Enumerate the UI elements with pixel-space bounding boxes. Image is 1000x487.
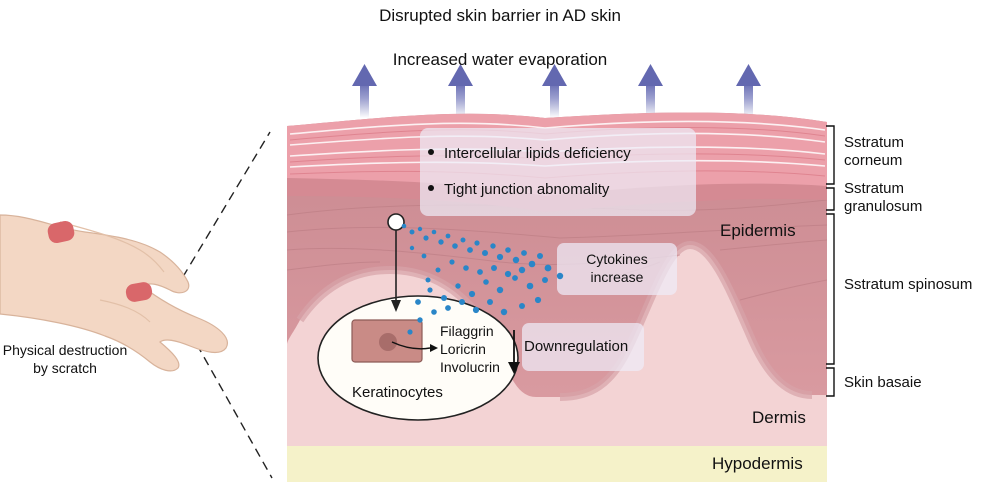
diagram-title: Disrupted skin barrier in AD skin	[379, 6, 621, 25]
cytokine-dots	[401, 223, 564, 335]
bracket-spinosum	[826, 213, 835, 365]
receptor-icon	[387, 213, 405, 231]
layer-brackets	[826, 125, 835, 397]
hypodermis-label: Hypodermis	[712, 454, 803, 473]
protein-list: Filaggrin Loricrin Involucrin	[440, 323, 500, 375]
cytokines-label: Cytokines increase	[586, 251, 648, 285]
dermis-label: Dermis	[752, 408, 806, 427]
downregulation-box	[522, 323, 644, 371]
expression-arrow	[391, 341, 431, 350]
evaporation-arrow-icon	[638, 64, 663, 118]
evaporation-arrow-icon	[448, 64, 473, 118]
scratching-hand-icon	[0, 214, 228, 372]
zoom-line-top	[174, 131, 271, 291]
downregulation-label: Downregulation	[524, 338, 629, 355]
evaporation-arrow-icon	[542, 64, 567, 118]
cell-nucleus	[379, 333, 397, 351]
layer-label-basale: Skin basaie	[844, 374, 922, 391]
bracket-corneum	[826, 125, 835, 185]
layer-label-spinosum: Sstratum spinosum	[844, 276, 973, 293]
keratinocytes-label: Keratinocytes	[352, 384, 443, 401]
evaporation-arrow-icon	[736, 64, 761, 118]
bullet-icon	[428, 185, 434, 192]
evaporation-arrow-icon	[352, 64, 377, 118]
hypodermis-layer	[287, 446, 827, 482]
hand-caption: Physical destruction by scratch	[2, 342, 128, 376]
deficiency-item-lipids: Intercellular lipids deficiency	[428, 145, 631, 162]
bullet-icon	[428, 149, 434, 156]
bracket-basale	[826, 367, 835, 397]
evaporation-arrows	[352, 64, 761, 118]
bracket-granulosum	[826, 187, 835, 211]
barrier-deficits-box	[420, 128, 696, 216]
epidermis-label: Epidermis	[720, 221, 796, 240]
layer-label-granulosum: Sstratum granulosum	[844, 180, 923, 215]
cytokines-box	[557, 243, 677, 295]
evaporation-label: Increased water evaporation	[392, 50, 608, 69]
deficiency-item-tight-junction: Tight junction abnomality	[428, 181, 609, 198]
layer-label-corneum: Sstratum corneum	[844, 134, 905, 169]
down-arrow-head	[508, 362, 520, 374]
